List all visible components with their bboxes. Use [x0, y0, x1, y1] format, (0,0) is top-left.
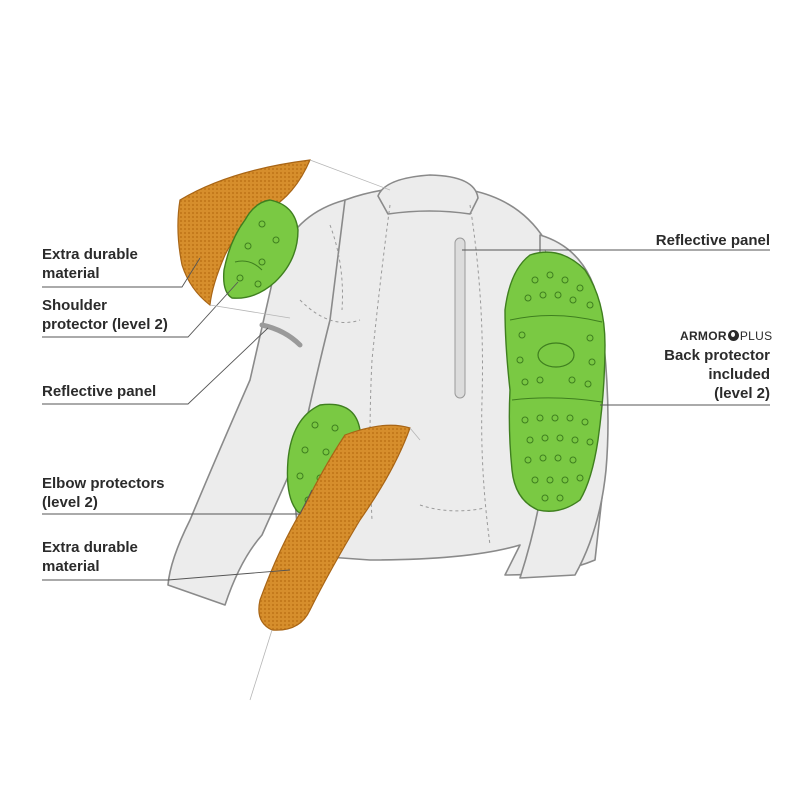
durable-panel-bottom [258, 424, 411, 631]
back-protector [504, 251, 606, 512]
label-line: material [42, 265, 100, 282]
leader-reflective-left [42, 327, 269, 405]
logo-armor-text: ARMOR [680, 329, 727, 343]
leader-extra-durable-top [42, 257, 201, 288]
label-line: Reflective panel [655, 232, 770, 249]
label-extra-durable-top: Extra durable material [42, 245, 138, 283]
label-line: protector (level 2) [42, 316, 168, 333]
label-line: (level 2) [714, 385, 770, 402]
label-line: material [42, 558, 100, 575]
leader-shoulder [42, 281, 239, 338]
label-shoulder-protector: Shoulder protector (level 2) [42, 296, 168, 334]
leader-elbow [42, 489, 313, 515]
label-elbow-protectors: Elbow protectors (level 2) [42, 474, 165, 512]
logo-plus-text: PLUS [739, 329, 773, 343]
armor-plus-mark-icon [727, 330, 739, 341]
label-reflective-panel-left: Reflective panel [42, 382, 156, 401]
label-line: Extra durable [42, 539, 138, 556]
shoulder-protector [222, 199, 299, 299]
label-line: Elbow protectors [42, 475, 165, 492]
label-extra-durable-bottom: Extra durable material [42, 538, 138, 576]
label-line: Shoulder [42, 297, 108, 314]
reflective-strip-back [454, 237, 466, 399]
label-back-protector: Back protector included (level 2) [664, 346, 770, 403]
projection-lines [209, 159, 421, 701]
label-line: Reflective panel [42, 383, 157, 400]
armor-plus-logo: ARMOR PLUS [680, 329, 773, 343]
leader-extra-durable-bottom [42, 569, 291, 581]
label-line: (level 2) [42, 494, 98, 511]
label-reflective-panel-right: Reflective panel [656, 231, 770, 250]
reflective-strip-sleeve [259, 322, 303, 348]
label-line: Back protector [664, 347, 770, 364]
label-line: included [708, 366, 770, 383]
leader-lines [42, 249, 770, 581]
label-line: Extra durable [42, 246, 138, 263]
